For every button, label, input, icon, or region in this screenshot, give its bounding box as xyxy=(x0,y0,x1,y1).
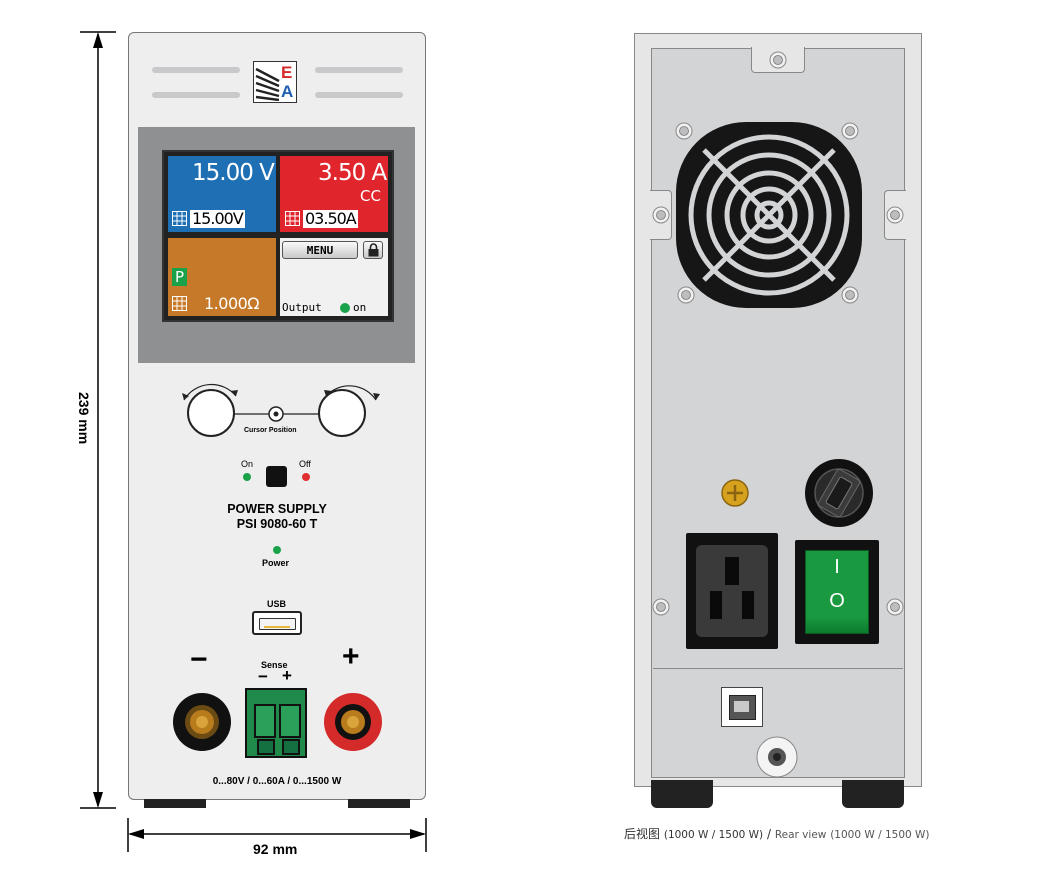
usb-b-tongue xyxy=(734,701,749,712)
voltage-panel[interactable]: 15.00 V 15.00V xyxy=(168,156,276,232)
positive-output-terminal[interactable] xyxy=(323,692,383,752)
grid-icon xyxy=(172,211,187,226)
rear-analog-port[interactable] xyxy=(755,735,799,779)
rear-usb-b-port[interactable] xyxy=(721,687,763,727)
power-led xyxy=(273,546,281,554)
front-foot-left xyxy=(144,799,206,808)
caption-en: Rear view xyxy=(774,829,827,841)
logo-stripes-icon xyxy=(255,67,280,101)
switch-off-label: O xyxy=(829,590,845,612)
cursor-position-label: Cursor Position xyxy=(244,427,297,434)
menu-panel: MENU Output on xyxy=(280,238,388,316)
width-dimension-label: 92 mm xyxy=(253,841,298,857)
on-label: On xyxy=(241,459,254,469)
switch-on-label: I xyxy=(834,556,840,578)
right-rotary-knob[interactable] xyxy=(318,389,366,437)
ac-inlet-pin-right xyxy=(742,591,754,619)
sense-clamp-minus xyxy=(254,704,276,738)
voltage-set-value[interactable]: 15.00V xyxy=(190,209,245,228)
front-usb-port[interactable] xyxy=(252,611,302,635)
sense-slot-minus xyxy=(257,739,275,755)
logo-letter-e: E xyxy=(281,63,293,82)
voltage-actual-value: 15.00 V xyxy=(192,160,275,186)
output-toggle-button[interactable] xyxy=(266,466,287,487)
ratings-label: 0...80V / 0...60A / 0...1500 W xyxy=(212,776,342,787)
caption-cn-spec: (1000 W / 1500 W) xyxy=(663,829,764,841)
current-actual-value: 3.50 A xyxy=(318,160,387,186)
off-led xyxy=(302,473,310,481)
plus-sign: + xyxy=(342,640,360,673)
ac-inlet-pin-left xyxy=(710,591,722,619)
usb-port-slot xyxy=(259,618,296,630)
caption-cn: 后视图 xyxy=(624,827,661,841)
brand-logo: E A xyxy=(253,61,297,103)
sense-label: Sense xyxy=(261,660,288,670)
menu-button[interactable]: MENU xyxy=(282,241,358,259)
ground-screw-icon xyxy=(721,479,749,507)
fuse-holder[interactable] xyxy=(804,458,874,528)
rear-lower-plate xyxy=(653,668,903,767)
power-resistance-panel[interactable]: P 1.000Ω xyxy=(168,238,276,316)
current-set-value[interactable]: 03.50A xyxy=(303,209,358,228)
rear-view-caption: 后视图 (1000 W / 1500 W) / Rear view (1000 … xyxy=(624,825,930,842)
output-label: Output xyxy=(282,301,322,314)
power-mode-badge: P xyxy=(172,268,187,286)
sense-plus: + xyxy=(282,666,292,685)
caption-en-spec: (1000 W / 1500 W) xyxy=(830,829,930,841)
rear-foot-left xyxy=(651,780,713,808)
caption-separator: / xyxy=(763,827,775,841)
power-led-label: Power xyxy=(262,558,290,568)
output-status-led xyxy=(340,303,350,313)
rotary-knobs xyxy=(182,383,380,422)
fan-grille xyxy=(676,122,862,308)
sense-minus: − xyxy=(258,667,268,686)
sense-terminal-block[interactable] xyxy=(245,688,307,758)
sense-clamp-plus xyxy=(279,704,301,738)
height-dimension-label: 239 mm xyxy=(76,392,92,445)
mains-switch[interactable]: I O xyxy=(795,540,879,644)
mains-switch-rocker xyxy=(805,550,869,634)
negative-output-terminal[interactable] xyxy=(172,692,232,752)
minus-sign: − xyxy=(190,643,208,676)
lock-icon xyxy=(368,243,379,257)
front-vent-slots xyxy=(152,67,403,98)
sense-slot-plus xyxy=(282,739,300,755)
rear-foot-right xyxy=(842,780,904,808)
resistance-set-value[interactable]: 1.000Ω xyxy=(204,294,260,313)
grid-icon xyxy=(172,296,187,311)
on-led xyxy=(243,473,251,481)
left-rotary-knob[interactable] xyxy=(187,389,235,437)
product-line-1: POWER SUPPLY xyxy=(227,502,327,516)
grid-icon xyxy=(285,211,300,226)
lock-button[interactable] xyxy=(363,241,383,259)
logo-letter-a: A xyxy=(281,82,294,101)
usb-b-socket xyxy=(729,695,756,720)
current-mode-cc: CC xyxy=(360,187,381,205)
current-panel[interactable]: 3.50 A CC 03.50A xyxy=(280,156,388,232)
product-title: POWER SUPPLY PSI 9080-60 T xyxy=(128,502,426,532)
usb-port-contacts xyxy=(264,626,290,628)
product-line-2: PSI 9080-60 T xyxy=(236,517,318,531)
ac-inlet-pin-top xyxy=(725,557,739,585)
off-label: Off xyxy=(299,459,311,469)
front-foot-right xyxy=(348,799,410,808)
ac-power-inlet[interactable] xyxy=(686,533,778,649)
usb-label: USB xyxy=(267,599,287,609)
output-state[interactable]: on xyxy=(353,301,367,314)
